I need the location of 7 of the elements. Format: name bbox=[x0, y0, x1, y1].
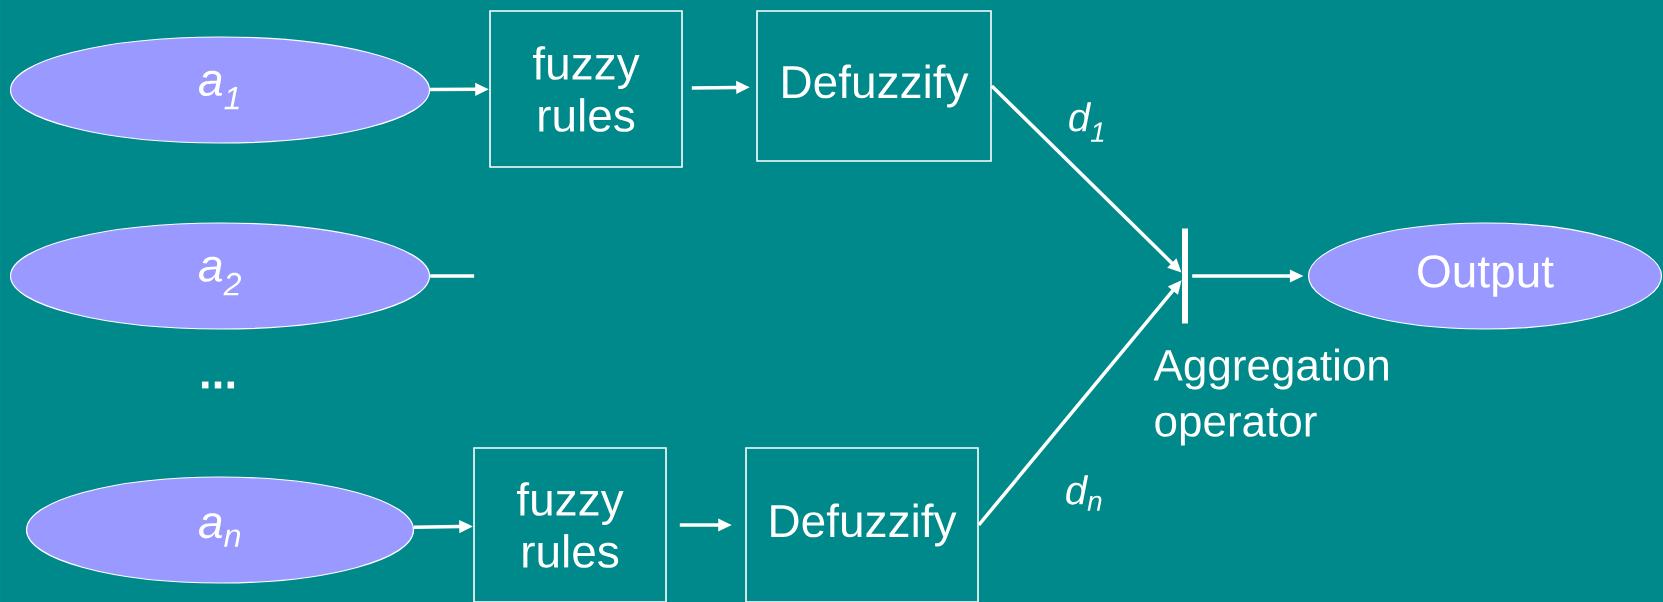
edge-label: d$_{n}$ bbox=[1063, 474, 1105, 512]
edge-label: d$_{1}$ bbox=[1066, 101, 1108, 143]
rule-box: fuzzy rules bbox=[473, 447, 667, 602]
process-box: Defuzzify bbox=[745, 447, 979, 602]
ellipsis: ... bbox=[201, 381, 235, 389]
process-box: Defuzzify bbox=[756, 10, 992, 162]
node-caption: Aggregation operator bbox=[1153, 348, 1388, 446]
